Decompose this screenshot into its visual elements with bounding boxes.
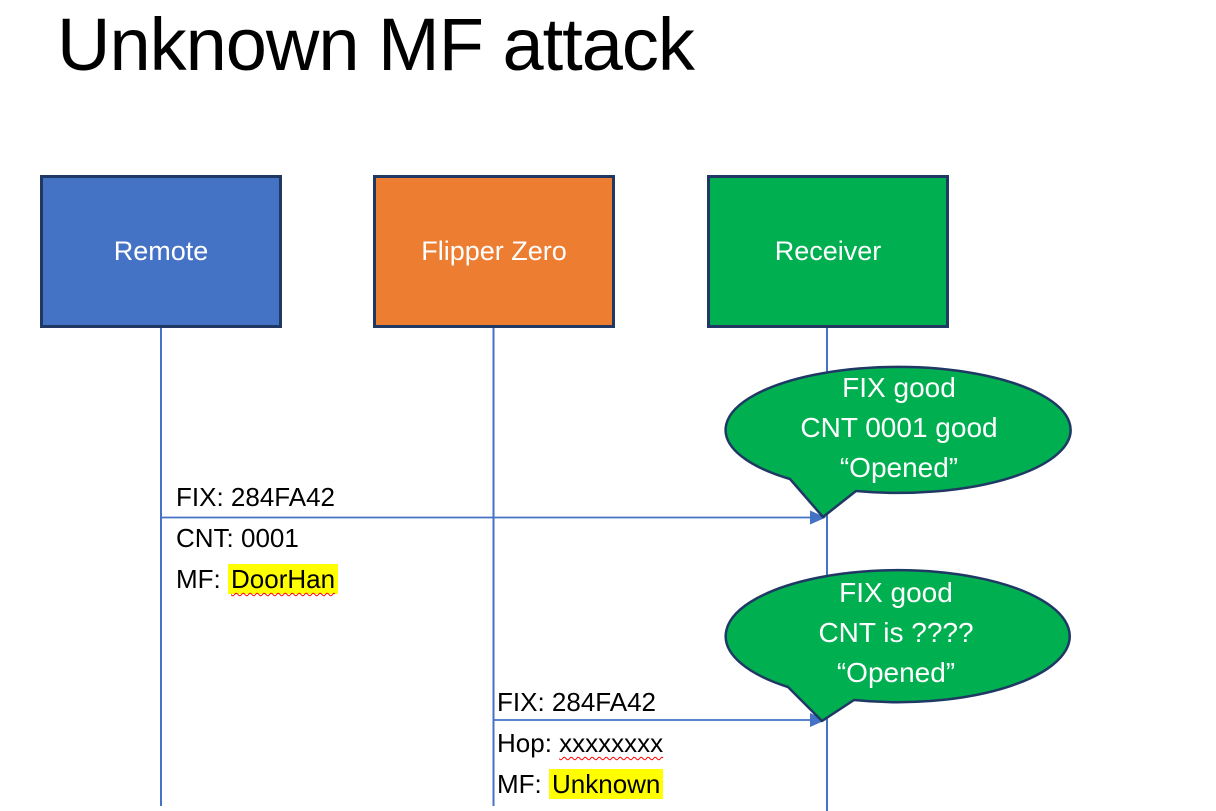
message-arrow-2-head (810, 713, 826, 727)
callout-2-line-1: FIX good (839, 577, 953, 608)
message-label-1: FIX: 284FA42 CNT: 0001 MF: DoorHan (176, 477, 339, 600)
highlighted-value-doorhan: DoorHan (228, 564, 339, 594)
message-1-line-fix: FIX: 284FA42 (176, 482, 335, 512)
message-2-line-hop: Hop: xxxxxxxx (497, 728, 664, 758)
actor-box-receiver: Receiver (707, 175, 949, 328)
callout-1-line-2: CNT 0001 good (800, 412, 998, 443)
message-2-line-mf: MF: Unknown (497, 764, 664, 805)
actor-label-remote: Remote (113, 236, 209, 266)
message-1-line-cnt: CNT: 0001 (176, 523, 299, 553)
callout-1-text: FIX good CNT 0001 good “Opened” (729, 368, 1069, 488)
actor-label-flipper-zero: Flipper Zero (421, 236, 567, 266)
callout-2-line-3: “Opened” (836, 657, 956, 688)
message-1-line-mf: MF: DoorHan (176, 559, 339, 600)
message-label-2: FIX: 284FA42 Hop: xxxxxxxx MF: Unknown (497, 682, 664, 805)
squiggled-value-hop: xxxxxxxx (559, 728, 664, 758)
callout-1-line-1: FIX good (842, 372, 956, 403)
actor-box-remote: Remote (40, 175, 282, 328)
callout-1-line-3: “Opened” (839, 452, 959, 483)
actor-label-receiver: Receiver (774, 236, 882, 266)
message-arrow-1-head (810, 510, 826, 525)
callout-2-line-2: CNT is ???? (818, 617, 974, 648)
callout-bubble-2 (724, 568, 1071, 723)
message-2-line-fix: FIX: 284FA42 (497, 687, 656, 717)
callout-bubble-1 (724, 365, 1072, 519)
page-title: Unknown MF attack (57, 3, 695, 86)
highlighted-value-unknown: Unknown (549, 769, 664, 799)
actor-box-flipper-zero: Flipper Zero (373, 175, 615, 328)
callout-2-text: FIX good CNT is ???? “Opened” (726, 573, 1066, 693)
